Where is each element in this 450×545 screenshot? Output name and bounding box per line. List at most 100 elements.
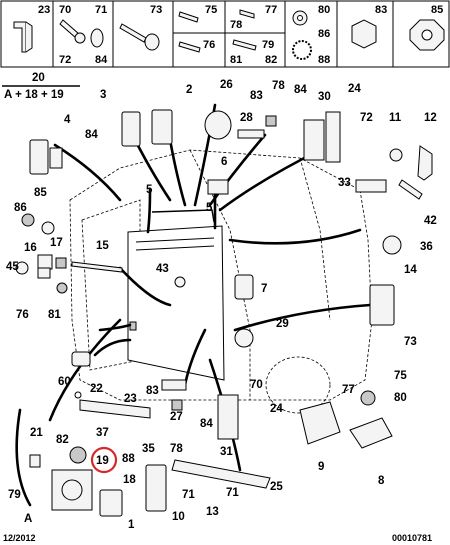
- callout-9: 9: [318, 461, 324, 473]
- box-70-71: [52, 0, 114, 68]
- part-80-hole-icon: [297, 15, 303, 21]
- formula-expression: A + 18 + 19: [4, 89, 64, 101]
- leader-33: [228, 228, 362, 245]
- formula-block: 20 A + 18 + 19: [2, 72, 80, 101]
- callout-80: 80: [394, 392, 407, 404]
- callout-30: 30: [318, 91, 331, 103]
- part-79-bolt-icon: [232, 39, 257, 51]
- highlight-ring-19: [90, 446, 118, 474]
- box-76-label: 76: [203, 39, 215, 51]
- part-13-sill-icon: [171, 459, 271, 489]
- part-77-screw-icon: [239, 9, 255, 19]
- callout-22: 22: [90, 383, 103, 395]
- part-8-hinge-icon: [349, 417, 393, 449]
- callout-11: 11: [389, 112, 402, 124]
- callout-16: 16: [24, 242, 37, 254]
- top-row-boxes: 23 70 71 72 84 73 75 77 78 76 79 81 82: [0, 0, 450, 68]
- box-88-label: 88: [318, 54, 330, 66]
- callout-6: 6: [221, 156, 227, 168]
- callout-72: 72: [360, 112, 373, 124]
- box-85-label: 85: [431, 4, 443, 16]
- part-72-washer-icon: [74, 32, 86, 44]
- callout-8: 8: [378, 475, 385, 487]
- part-a-hole-icon: [61, 479, 83, 501]
- callout-60: 60: [58, 376, 71, 388]
- callout-17: 17: [50, 237, 63, 249]
- callout-82: 82: [56, 434, 69, 446]
- part-28-clip-icon: [237, 129, 265, 139]
- part-83-nut-small-icon: [265, 115, 277, 127]
- part-31-hinge-icon: [217, 394, 239, 440]
- part-83-nut-icon: [351, 19, 377, 49]
- part-11-washer-icon: [389, 148, 403, 162]
- callout-21: 21: [30, 427, 43, 439]
- box-83-label: 83: [375, 4, 387, 16]
- part-23-strip-icon: [79, 399, 151, 419]
- part-86-washer-icon: [21, 213, 35, 227]
- box-82-label: 82: [265, 54, 277, 66]
- box-72-label: 72: [59, 54, 71, 66]
- callout-7: 7: [261, 283, 267, 295]
- box-70-label: 70: [59, 4, 71, 16]
- part-76-bolt-icon: [178, 41, 201, 53]
- callout-10: 10: [172, 511, 185, 523]
- callout-83a: 83: [250, 90, 263, 102]
- callout-77: 77: [342, 384, 355, 396]
- door-inner-rail: [135, 245, 215, 251]
- footer-ref: 00010781: [392, 533, 432, 543]
- part-9-hinge-icon: [299, 401, 341, 445]
- part-82-cap-icon: [69, 446, 87, 464]
- part-75-screw-icon: [178, 11, 199, 23]
- part-85-hole-icon: [421, 29, 433, 41]
- callout-75: 75: [394, 370, 407, 382]
- part-3-bracket-icon: [121, 111, 141, 147]
- callout-27: 27: [170, 411, 183, 423]
- box-73: [112, 0, 174, 68]
- callout-76: 76: [16, 309, 29, 321]
- part-12-roller-icon: [417, 145, 433, 181]
- callout-35: 35: [142, 443, 155, 455]
- box-81-label: 81: [230, 54, 242, 66]
- callout-3: 3: [100, 89, 106, 101]
- leader-1: [98, 323, 132, 332]
- leader-a: [15, 408, 32, 507]
- callout-33: 33: [338, 177, 351, 189]
- callout-78a: 78: [272, 80, 285, 92]
- part-a-assembly-icon: [51, 469, 93, 511]
- callout-4: 4: [64, 114, 71, 126]
- callout-12: 12: [424, 112, 437, 124]
- leader-22: [93, 338, 132, 357]
- van-front-edge: [299, 157, 331, 321]
- part-73-bolt-icon: [119, 23, 147, 43]
- footer: 12/2012 00010781: [3, 533, 432, 543]
- part-26-cap-icon: [204, 110, 232, 140]
- leader-5: [146, 188, 152, 234]
- part-81-washer-icon: [56, 282, 68, 294]
- box-84-label: 84: [95, 54, 108, 66]
- door-handle-part-1: [129, 321, 137, 331]
- part-43-screw-icon: [174, 276, 186, 288]
- part-73-head-icon: [144, 33, 160, 51]
- callout-71b: 71: [226, 487, 239, 499]
- callout-13: 13: [206, 506, 219, 518]
- footer-date: 12/2012: [3, 533, 36, 543]
- callout-88: 88: [122, 453, 135, 465]
- box-23-label: 23: [38, 4, 50, 16]
- part-10-latch-icon: [145, 464, 167, 512]
- part-30-hinge-icon: [303, 119, 325, 161]
- box-79-label: 79: [262, 39, 274, 51]
- callout-83b: 83: [146, 385, 159, 397]
- callout-70: 70: [250, 379, 263, 391]
- callout-84c: 84: [200, 418, 213, 430]
- box-86-label: 86: [318, 28, 330, 40]
- part-36-grommet-icon: [382, 235, 402, 255]
- part-17-nut-icon: [55, 257, 67, 269]
- callout-5b: 5: [206, 202, 213, 214]
- leader-21: [48, 318, 122, 422]
- box-73-label: 73: [150, 4, 162, 16]
- box-80-label: 80: [318, 4, 330, 16]
- part-6-pin-icon: [207, 179, 229, 195]
- box-75-82: [172, 0, 286, 68]
- callout-19: 19: [96, 455, 109, 467]
- callout-18: 18: [123, 474, 136, 486]
